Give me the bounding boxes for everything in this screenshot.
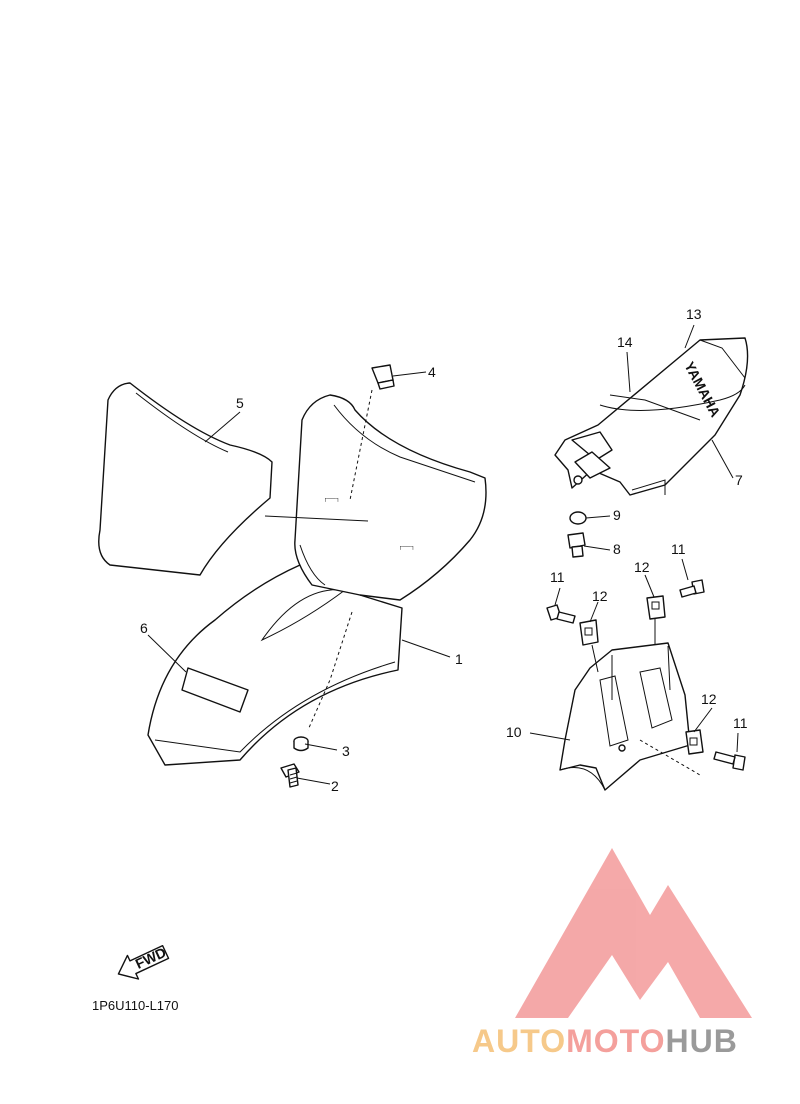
svg-text:AUTOMOTOHUB: AUTOMOTOHUB	[472, 1023, 738, 1059]
fwd-label: FWD	[133, 944, 169, 972]
part-7-seat: YAMAHA	[554, 337, 749, 496]
watermark-moto: MOTO	[566, 1023, 665, 1059]
part-2-bolt	[280, 763, 300, 788]
part-11-bolt-top	[679, 579, 705, 598]
part-11-bolt-right	[713, 751, 746, 771]
callout-6: 6	[140, 620, 148, 636]
callout-3: 3	[342, 743, 350, 759]
watermark-auto: AUTO	[472, 1023, 566, 1059]
callout-11-right: 11	[733, 715, 748, 731]
callout-5: 5	[236, 395, 244, 411]
part-10-bracket	[559, 642, 691, 791]
part-12-clip-left	[579, 619, 599, 646]
callout-12-left: 12	[592, 588, 608, 604]
part-9-damper	[569, 511, 587, 525]
callout-12-right: 12	[701, 691, 717, 707]
callout-numbers: 1 2 3 4 5 6 7 8 9 10 11 11 11 12 12 12 1…	[140, 306, 748, 794]
callout-8: 8	[613, 541, 621, 557]
part-12-clip-right	[685, 729, 704, 755]
assembly-line-4	[349, 389, 373, 501]
part-8-screw	[567, 532, 586, 558]
callout-14: 14	[617, 334, 633, 350]
callout-11-left: 11	[550, 569, 565, 585]
part-11-bolt-left	[546, 604, 576, 624]
callout-11-top: 11	[671, 541, 686, 557]
callout-12-top: 12	[634, 559, 650, 575]
callout-4: 4	[428, 364, 436, 380]
callout-1: 1	[455, 651, 463, 667]
callout-9: 9	[613, 507, 621, 523]
svg-text:┌──┐: ┌──┐	[323, 496, 340, 502]
leader-lines	[147, 324, 739, 785]
watermark-hub: HUB	[665, 1023, 737, 1059]
callout-2: 2	[331, 778, 339, 794]
automotohub-watermark-text: AUTOMOTOHUB	[472, 1023, 738, 1059]
svg-text:┌──┐: ┌──┐	[398, 544, 415, 550]
callout-10: 10	[506, 724, 522, 740]
part-5-cover-panel	[98, 382, 273, 576]
assembly-line-12-left	[591, 644, 599, 673]
diagram-code: 1P6U110-L170	[92, 998, 179, 1013]
part-1-front-cowl: ┌──┐ ┌──┐	[147, 394, 487, 766]
automotohub-logo-icon	[515, 848, 752, 1018]
part-4-grommet	[371, 364, 395, 390]
callout-13: 13	[686, 306, 702, 322]
part-3-collar	[293, 736, 309, 752]
callout-7: 7	[735, 472, 743, 488]
part-6-decal	[181, 667, 249, 713]
part-12-clip-top	[646, 595, 666, 620]
fwd-arrow-icon: FWD	[117, 944, 170, 980]
